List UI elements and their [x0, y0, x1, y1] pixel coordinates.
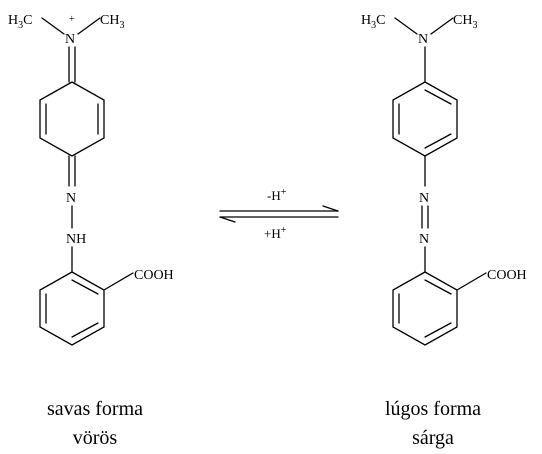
- left-carboxyl-group: COOH: [134, 268, 174, 283]
- right-benzene-inner-1: [424, 279, 452, 295]
- left-nh-group: NH: [66, 232, 86, 247]
- left-bond-methyl-right: [77, 17, 101, 35]
- left-molecule: H3C CH3 N + N NH COOH savas forma vörös: [8, 13, 174, 449]
- left-benzene-inner-2: [71, 322, 99, 338]
- right-azo-nitrogen-1: N: [419, 191, 429, 206]
- right-bond-cooh: [456, 272, 487, 291]
- left-caption-color: vörös: [73, 427, 118, 449]
- left-positive-charge: +: [69, 14, 75, 25]
- right-benzene-ring: [392, 271, 458, 346]
- left-quinoid-ring: [39, 81, 105, 157]
- right-caption-color: sárga: [412, 427, 454, 449]
- forward-arrow-head: [322, 205, 339, 212]
- right-azo-nitrogen-2: N: [419, 232, 429, 247]
- right-benzene-inner-2: [424, 322, 452, 338]
- forward-label: -H+: [267, 187, 287, 203]
- right-methyl-right-label: CH3: [453, 13, 477, 31]
- reverse-arrow-head: [219, 216, 236, 223]
- right-ring-inner-2: [424, 133, 452, 149]
- right-aromatic-ring: [392, 81, 458, 157]
- right-bond-methyl-right: [430, 17, 454, 35]
- left-caption-form: savas forma: [47, 398, 143, 420]
- left-methyl-right-label: CH3: [100, 13, 124, 31]
- right-molecule: H3C CH3 N N N COOH lúgos forma sárga: [361, 13, 527, 449]
- reverse-label: +H+: [264, 225, 287, 241]
- right-methyl-left-label: H3C: [361, 13, 385, 31]
- right-ring-inner-1: [424, 89, 452, 105]
- left-benzene-inner-1: [71, 279, 99, 295]
- right-amine-nitrogen: N: [418, 32, 428, 47]
- left-amine-nitrogen: N: [65, 32, 75, 47]
- left-bond-methyl-left: [41, 17, 65, 35]
- left-benzene-ring: [39, 271, 105, 346]
- right-carboxyl-group: COOH: [487, 268, 527, 283]
- left-bond-cooh: [103, 272, 134, 291]
- left-methyl-left-label: H3C: [8, 13, 32, 31]
- equilibrium-arrows: -H+ +H+: [219, 187, 339, 241]
- left-azo-nitrogen: N: [66, 191, 76, 206]
- right-caption-form: lúgos forma: [385, 398, 481, 420]
- right-bond-methyl-left: [394, 17, 418, 35]
